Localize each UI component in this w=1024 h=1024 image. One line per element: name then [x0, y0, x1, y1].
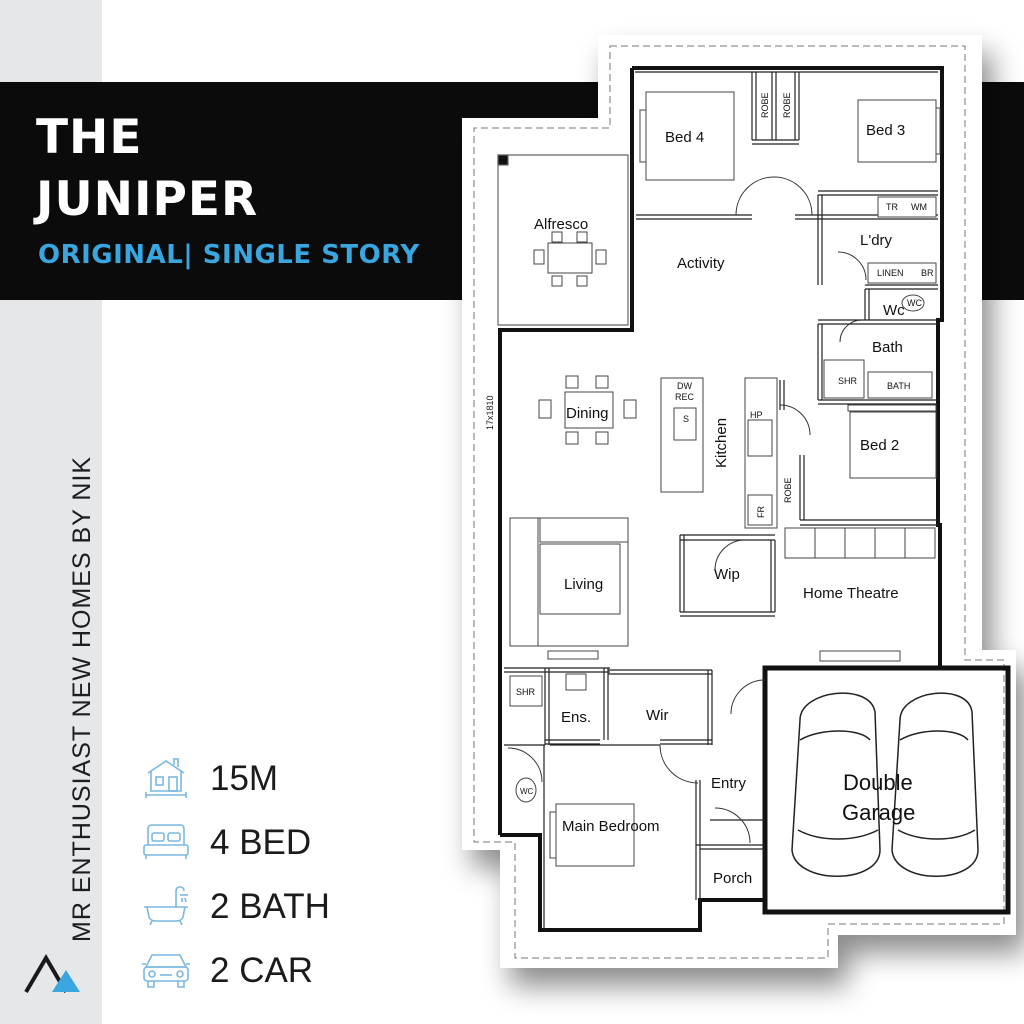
room-label-garage-line2: Garage: [842, 800, 915, 825]
site-boundary: [473, 45, 1005, 959]
triangle-logo-icon: [24, 954, 80, 994]
bed-icon: [143, 824, 189, 859]
room-label-alfresco: Alfresco: [534, 216, 588, 233]
subtitle: ORIGINAL| SINGLE STORY: [38, 240, 420, 270]
fixture-window-size: 17x1810: [485, 395, 495, 430]
fixture-shr-bath: SHR: [838, 376, 858, 386]
spec-label-bed: 4 BED: [210, 823, 312, 862]
room-label-bed4: Bed 4: [665, 129, 704, 146]
room-label-kitchen: Kitchen: [713, 418, 730, 468]
room-label-main-bedroom: Main Bedroom: [562, 818, 660, 835]
fixture-br: BR: [921, 268, 934, 278]
door-swings: [507, 176, 867, 844]
room-label-dining: Dining: [566, 405, 609, 422]
spec-row-bed: 4 BED: [140, 819, 380, 863]
company-name: MR ENTHUSIAST NEW HOMES BY NIK: [68, 455, 96, 942]
fixture-robe-c: ROBE: [783, 477, 793, 503]
fixture-robe-b: ROBE: [782, 92, 792, 118]
fixture-sink: S: [683, 414, 689, 424]
room-label-wip: Wip: [714, 566, 740, 583]
room-label-ensuite: Ens.: [561, 709, 591, 726]
room-label-wc: Wc: [883, 302, 905, 319]
fixture-labels: ROBE ROBE ROBE TR WM LINEN BR WC SHR BAT…: [485, 92, 934, 796]
spec-row-bath: 2 BATH: [140, 883, 380, 927]
alfresco-area: [497, 154, 629, 326]
alfresco-table: [533, 231, 607, 287]
bed-furniture: [549, 91, 941, 867]
spec-row-width: 15M: [140, 755, 380, 799]
fixture-tr: TR: [886, 202, 898, 212]
garage-cars: [791, 692, 979, 877]
title-line1: THE: [36, 110, 143, 165]
fixture-wc-pan: WC: [907, 298, 922, 308]
fixture-wc-ens: WC: [520, 787, 534, 796]
dining-table: [538, 375, 637, 445]
title-line2: JUNIPER: [36, 172, 259, 227]
room-label-bed3: Bed 3: [866, 122, 905, 139]
room-label-bed2: Bed 2: [860, 437, 899, 454]
fixture-rec: REC: [675, 392, 695, 402]
theatre-seating: [784, 527, 936, 662]
room-label-porch: Porch: [713, 870, 752, 887]
spec-label-bath: 2 BATH: [210, 887, 330, 926]
room-label-garage-line1: Double: [843, 770, 913, 795]
room-labels: Bed 4 Bed 3 Alfresco Activity L'dry Wc B…: [534, 122, 915, 887]
room-label-living: Living: [564, 576, 603, 593]
interior-walls: [504, 71, 938, 930]
fixture-wm: WM: [911, 202, 927, 212]
house-width-icon: [145, 758, 187, 798]
room-label-laundry: L'dry: [860, 232, 893, 249]
spec-label-width: 15M: [210, 759, 279, 798]
wet-area-fixtures: [509, 196, 937, 803]
room-label-activity: Activity: [677, 255, 725, 272]
bathtub-icon: [144, 886, 188, 926]
fixture-shr-ens: SHR: [516, 687, 536, 697]
room-label-bath: Bath: [872, 339, 903, 356]
fixture-hp: HP: [750, 410, 763, 420]
fixture-robe-a: ROBE: [760, 92, 770, 118]
room-label-home-theatre: Home Theatre: [803, 585, 899, 602]
room-label-entry: Entry: [711, 775, 747, 792]
spec-label-car: 2 CAR: [210, 951, 314, 990]
plan-paper: [462, 35, 1016, 968]
spec-row-car: 2 CAR: [140, 947, 380, 991]
fixture-fr: FR: [756, 506, 766, 518]
living-sofa: [509, 517, 629, 660]
room-label-wir: Wir: [646, 707, 669, 724]
fixture-dw: DW: [677, 381, 692, 391]
fixture-linen: LINEN: [877, 268, 904, 278]
car-icon: [142, 954, 190, 988]
kitchen-island: [660, 377, 778, 529]
fixture-bath-tub: BATH: [887, 381, 910, 391]
